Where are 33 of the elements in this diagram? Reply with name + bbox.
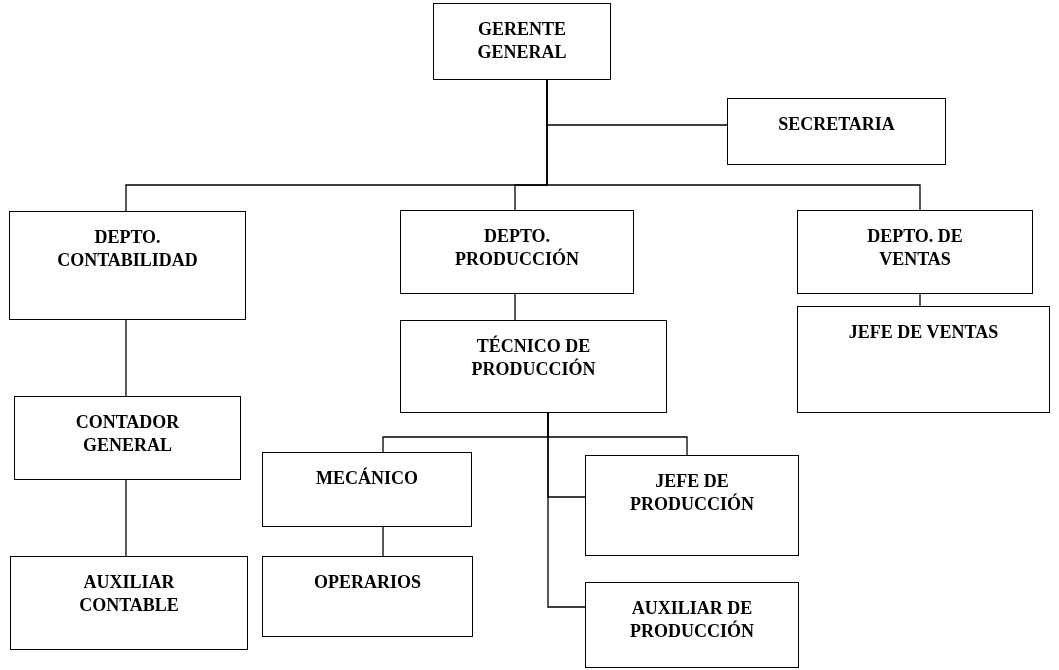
org-box bbox=[400, 210, 634, 294]
org-box bbox=[9, 211, 246, 320]
position-title: OPERARIOS bbox=[314, 571, 421, 594]
position-title: TÉCNICO DE PRODUCCIÓN bbox=[470, 335, 597, 381]
position-title: SECRETARIA bbox=[778, 113, 895, 136]
position-title: CONTADOR GENERAL bbox=[74, 411, 181, 457]
org-box bbox=[400, 320, 667, 413]
connector-line bbox=[919, 293, 921, 307]
position-title: DEPTO. CONTABILIDAD bbox=[56, 226, 199, 272]
connector-line bbox=[547, 412, 586, 608]
org-box bbox=[262, 452, 472, 527]
position-title: GERENTE GENERAL bbox=[476, 18, 568, 64]
org-box bbox=[262, 556, 473, 637]
org-box bbox=[14, 396, 241, 480]
connector-line bbox=[382, 526, 384, 557]
connector-line bbox=[546, 79, 921, 211]
connector-line bbox=[514, 293, 516, 321]
org-box bbox=[797, 210, 1033, 294]
position-title: MECÁNICO bbox=[316, 467, 418, 490]
org-box bbox=[10, 556, 248, 650]
org-box bbox=[727, 98, 946, 165]
connector-line bbox=[125, 319, 127, 397]
position-title: JEFE DE VENTAS bbox=[848, 321, 999, 344]
org-box bbox=[797, 306, 1050, 413]
position-title: DEPTO. DE VENTAS bbox=[866, 225, 964, 271]
position-title: DEPTO. PRODUCCIÓN bbox=[454, 225, 580, 271]
position-title: AUXILIAR CONTABLE bbox=[78, 571, 180, 617]
org-box bbox=[585, 455, 799, 556]
position-title: AUXILIAR DE PRODUCCIÓN bbox=[629, 597, 755, 643]
position-title: JEFE DE PRODUCCIÓN bbox=[629, 470, 755, 516]
connector-line bbox=[125, 479, 127, 557]
org-box bbox=[433, 3, 611, 80]
org-box bbox=[585, 582, 799, 668]
